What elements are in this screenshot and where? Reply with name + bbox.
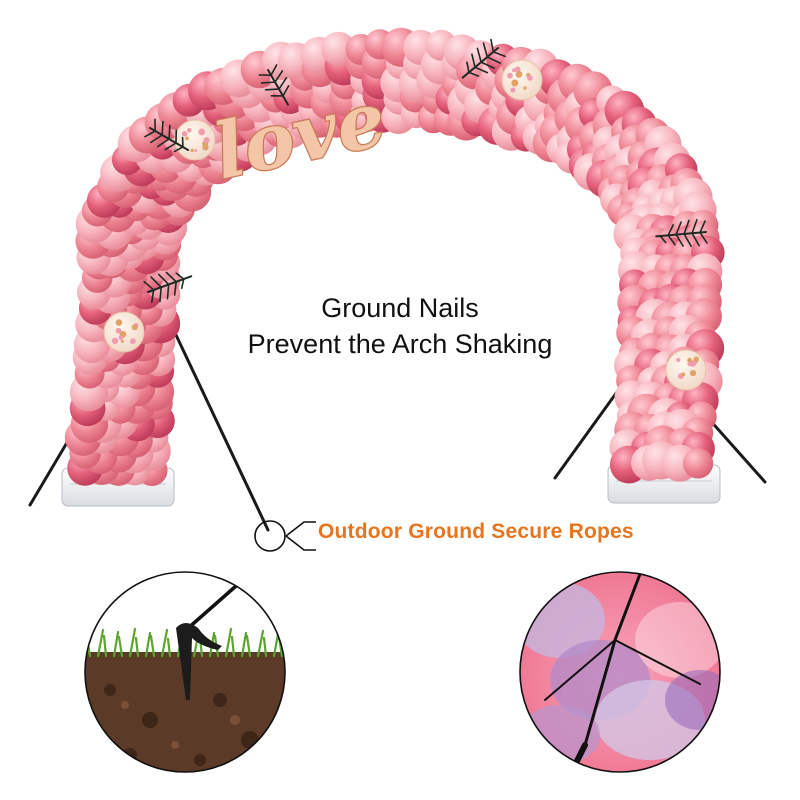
confetti-dot <box>187 128 192 133</box>
balloon <box>683 448 714 479</box>
confetti-dot <box>676 357 681 363</box>
confetti-dot <box>527 75 533 81</box>
rope-knot-zoom <box>519 571 721 773</box>
confetti-dot <box>507 72 513 79</box>
callout-pointer <box>254 520 316 552</box>
confetti-dot <box>510 87 516 93</box>
confetti-dot <box>185 136 189 141</box>
confetti-dot <box>115 327 122 334</box>
confetti-dot <box>514 66 521 73</box>
confetti-dot <box>118 335 124 340</box>
confetti-dot <box>198 128 206 136</box>
confetti-dot <box>687 361 692 367</box>
confetti-balloon <box>665 349 707 391</box>
confetti-dot <box>115 319 123 326</box>
heading: Ground Nails Prevent the Arch Shaking <box>160 290 640 362</box>
confetti-dot <box>120 339 124 343</box>
confetti-balloon <box>501 59 543 101</box>
confetti-dot <box>194 149 198 152</box>
callout-label: Outdoor Ground Secure Ropes <box>318 520 634 543</box>
confetti-dot <box>523 86 527 90</box>
confetti-dot <box>131 324 138 331</box>
ground-nail-zoom <box>84 571 286 773</box>
confetti-dot <box>511 79 519 87</box>
palm-leaf-decorations <box>143 38 708 304</box>
confetti-dot <box>515 70 523 78</box>
confetti-dot <box>203 137 210 144</box>
confetti-dot <box>689 370 697 377</box>
heading-line-2: Prevent the Arch Shaking <box>247 329 553 359</box>
confetti-dot <box>111 337 119 344</box>
confetti-dot <box>681 372 686 377</box>
confetti-dot <box>130 338 136 345</box>
confetti-dot <box>693 356 699 362</box>
heading-line-1: Ground Nails <box>321 293 479 323</box>
confetti-dot <box>181 131 188 137</box>
balloon-garland <box>64 27 725 486</box>
confetti-dot <box>687 357 692 363</box>
confetti-dot <box>190 148 194 153</box>
confetti-dot <box>512 68 516 73</box>
